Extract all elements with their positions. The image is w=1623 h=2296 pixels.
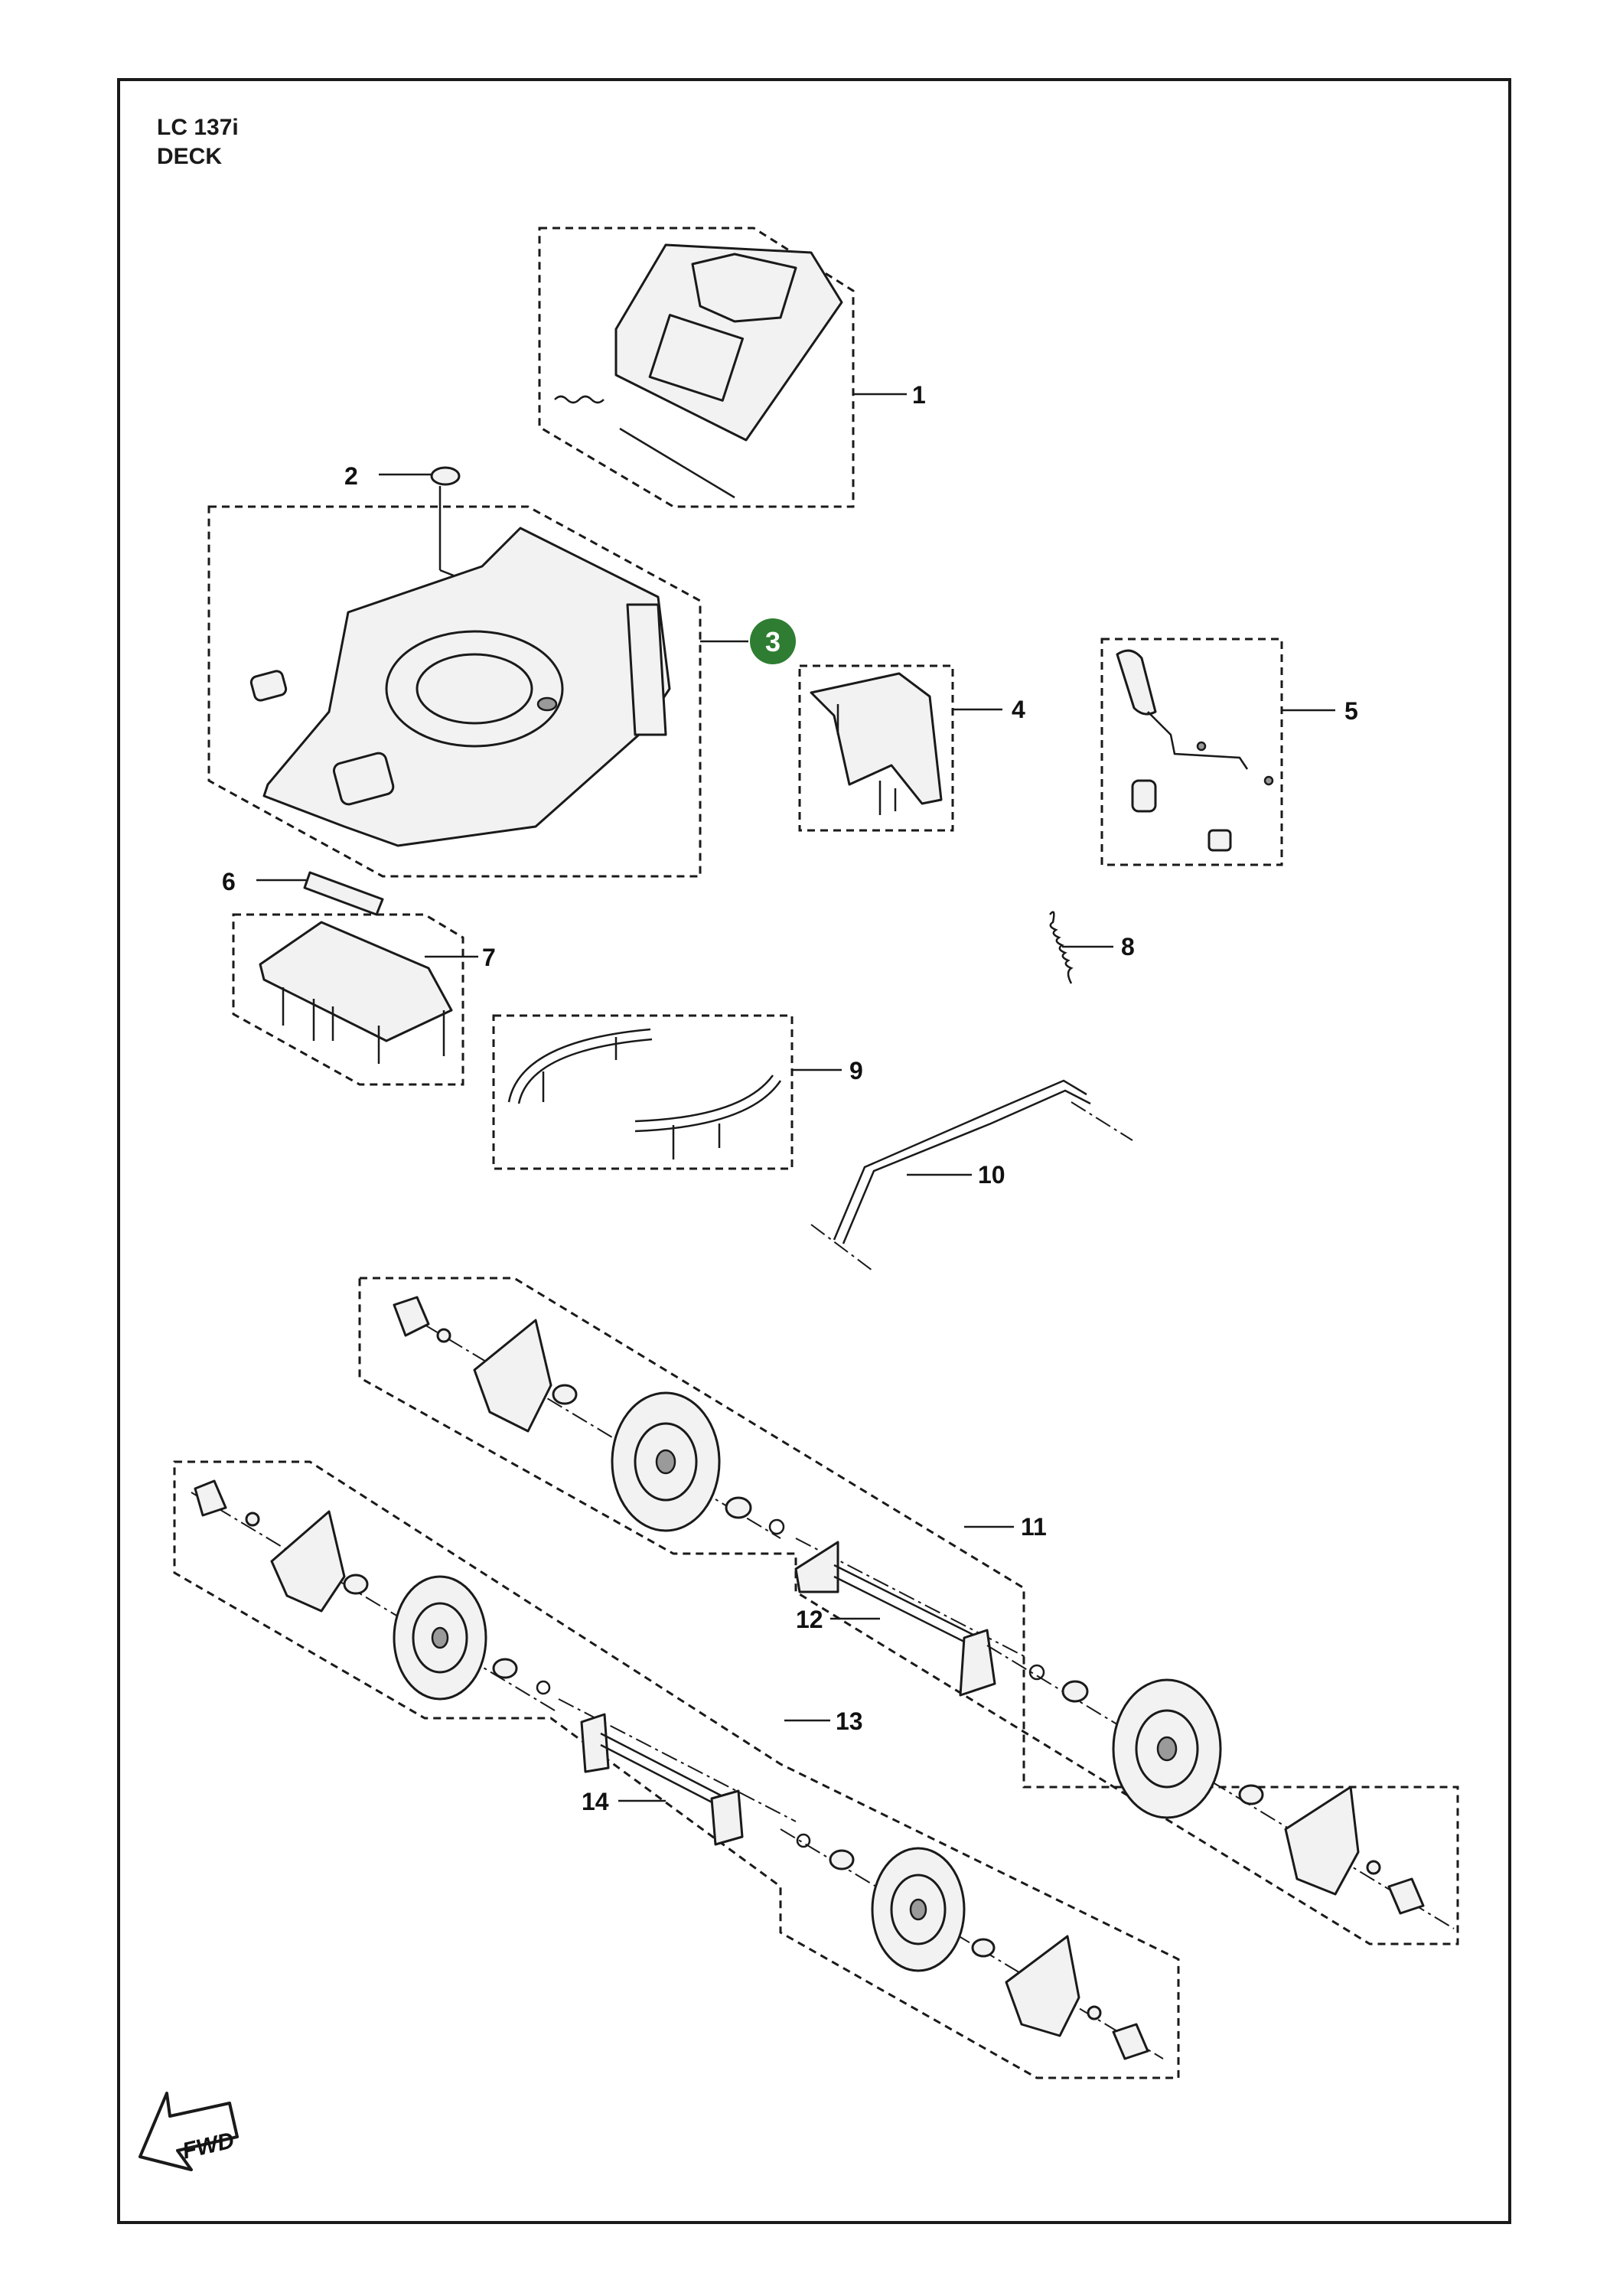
part-group-14[interactable] <box>558 1698 797 1846</box>
part-group-1[interactable] <box>538 227 907 508</box>
callout-3: 3 <box>765 626 781 657</box>
part-group-7[interactable] <box>232 913 478 1086</box>
part-group-13[interactable] <box>173 1460 1180 2079</box>
callout-2: 2 <box>344 462 358 490</box>
callout-13: 13 <box>836 1707 863 1735</box>
part-6-tube[interactable] <box>256 871 384 916</box>
lever-part <box>1116 649 1274 852</box>
model-title: LC 137i <box>157 115 239 140</box>
part-group-11[interactable] <box>358 1277 1459 1945</box>
part-group-12[interactable] <box>794 1538 1026 1697</box>
callout-1: 1 <box>912 381 926 409</box>
part-10-rod[interactable] <box>810 1079 1133 1271</box>
section-title: DECK <box>157 144 223 169</box>
callout-6: 6 <box>222 868 236 895</box>
deck-part <box>249 527 671 847</box>
wheel-assembly-front-left <box>780 1828 1164 2060</box>
rail-part <box>507 1028 782 1159</box>
wheel-assembly-rear-right <box>986 1645 1455 1929</box>
part-group-9[interactable] <box>492 1014 842 1170</box>
callout-12: 12 <box>796 1606 823 1633</box>
callout-11: 11 <box>1021 1513 1047 1541</box>
callout-9: 9 <box>849 1057 863 1084</box>
callout-10: 10 <box>978 1161 1005 1189</box>
part-group-4[interactable] <box>798 664 1002 832</box>
bracket-part <box>259 921 453 1064</box>
front-axle-part <box>558 1698 797 1846</box>
part-8-spring[interactable] <box>1049 911 1113 984</box>
part-group-3-deck[interactable] <box>207 505 748 878</box>
callout-4: 4 <box>1012 696 1025 723</box>
callout-5: 5 <box>1344 697 1358 725</box>
deflector-part <box>810 672 943 815</box>
callout-8: 8 <box>1121 933 1135 960</box>
diagram-frame <box>117 78 1511 2224</box>
callout-7: 7 <box>482 944 496 971</box>
callout-3-badge: 3 <box>750 618 796 664</box>
cover-part <box>554 243 843 499</box>
wheel-assembly-upper <box>393 1296 785 1539</box>
forward-arrow-icon: FWD <box>139 2092 239 2171</box>
callout-14: 14 <box>582 1788 609 1815</box>
wheel-assembly-lower <box>191 1479 556 1711</box>
axle-part <box>794 1538 1026 1697</box>
part-group-5[interactable] <box>1100 638 1335 866</box>
